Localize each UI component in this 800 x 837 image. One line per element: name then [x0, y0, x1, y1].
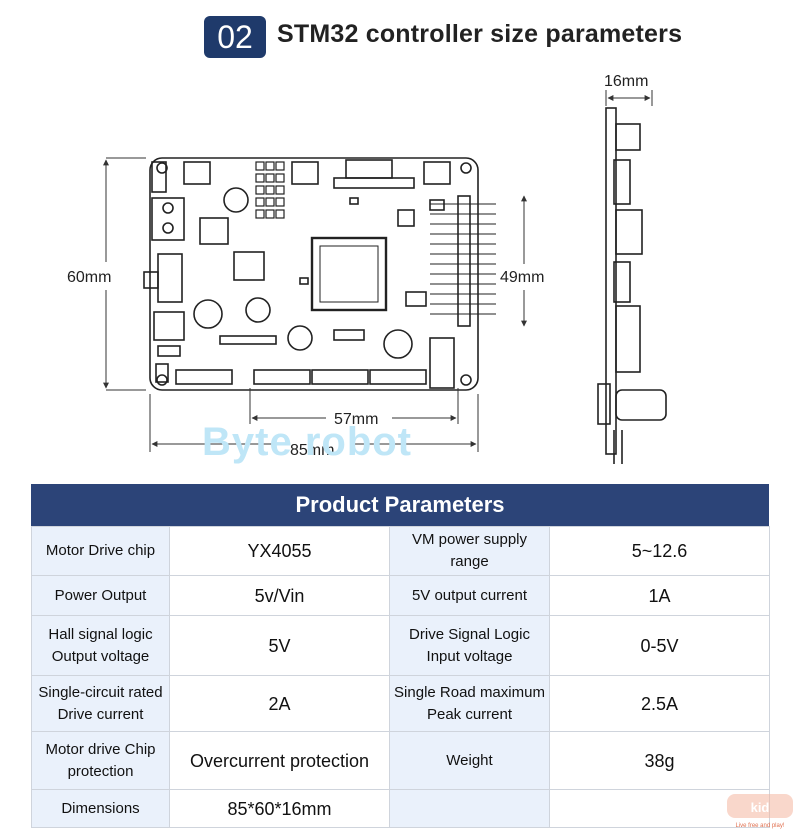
board-top-view — [143, 157, 496, 391]
param-label — [389, 789, 550, 828]
table-title: Product Parameters — [31, 484, 769, 526]
param-value: 0-5V — [549, 615, 770, 676]
table-row: Single-circuit rated Drive current 2A Si… — [31, 675, 770, 732]
param-value: 85*60*16mm — [169, 789, 390, 828]
brand-logo: kid Live free and play! — [727, 794, 793, 829]
side-pcb-outline — [605, 107, 617, 455]
section-number-badge: 02 — [204, 16, 266, 58]
param-label: Motor Drive chip — [31, 526, 170, 576]
param-value: 1A — [549, 575, 770, 616]
param-label: Single-circuit rated Drive current — [31, 675, 170, 732]
height-inner-label: 49mm — [500, 269, 544, 286]
product-parameters-table: Product Parameters Motor Drive chip YX40… — [31, 484, 770, 828]
param-label: Dimensions — [31, 789, 170, 828]
svg-text:kid: kid — [751, 800, 770, 815]
watermark-text: Byte robot — [202, 420, 412, 464]
param-value: YX4055 — [169, 526, 390, 576]
thickness-label: 16mm — [604, 73, 648, 90]
table-row: Dimensions 85*60*16mm — [31, 789, 770, 828]
param-value: 38g — [549, 731, 770, 790]
param-label: Power Output — [31, 575, 170, 616]
board-outline — [149, 157, 479, 391]
width-total-label: 85mm — [290, 442, 334, 459]
height-total-label: 60mm — [67, 269, 111, 286]
param-label: Drive Signal Logic Input voltage — [389, 615, 550, 676]
section-header: 02 STM32 controller size parameters — [0, 0, 800, 78]
param-label: VM power supply range — [389, 526, 550, 576]
param-value: 5V — [169, 615, 390, 676]
board-side-view — [597, 107, 667, 464]
section-title: STM32 controller size parameters — [277, 20, 683, 48]
board-dimension-diagram: 60mm 49mm 85mm 57mm 16mm — [67, 73, 667, 464]
param-value: 5v/Vin — [169, 575, 390, 616]
param-value: 5~12.6 — [549, 526, 770, 576]
param-value: 2A — [169, 675, 390, 732]
table-row: Motor Drive chip YX4055 VM power supply … — [31, 526, 770, 576]
param-label: Weight — [389, 731, 550, 790]
table-row: Motor drive Chip protection Overcurrent … — [31, 731, 770, 790]
parameters-grid: Motor Drive chip YX4055 VM power supply … — [31, 526, 770, 828]
table-row: Power Output 5v/Vin 5V output current 1A — [31, 575, 770, 616]
param-label: Single Road maximum Peak current — [389, 675, 550, 732]
svg-text:Live free and play!: Live free and play! — [735, 823, 784, 829]
width-inner-label: 57mm — [334, 411, 378, 428]
param-label: Motor drive Chip protection — [31, 731, 170, 790]
param-value: 2.5A — [549, 675, 770, 732]
table-row: Hall signal logic Output voltage 5V Driv… — [31, 615, 770, 676]
param-label: Hall signal logic Output voltage — [31, 615, 170, 676]
param-label: 5V output current — [389, 575, 550, 616]
param-value: Overcurrent protection — [169, 731, 390, 790]
